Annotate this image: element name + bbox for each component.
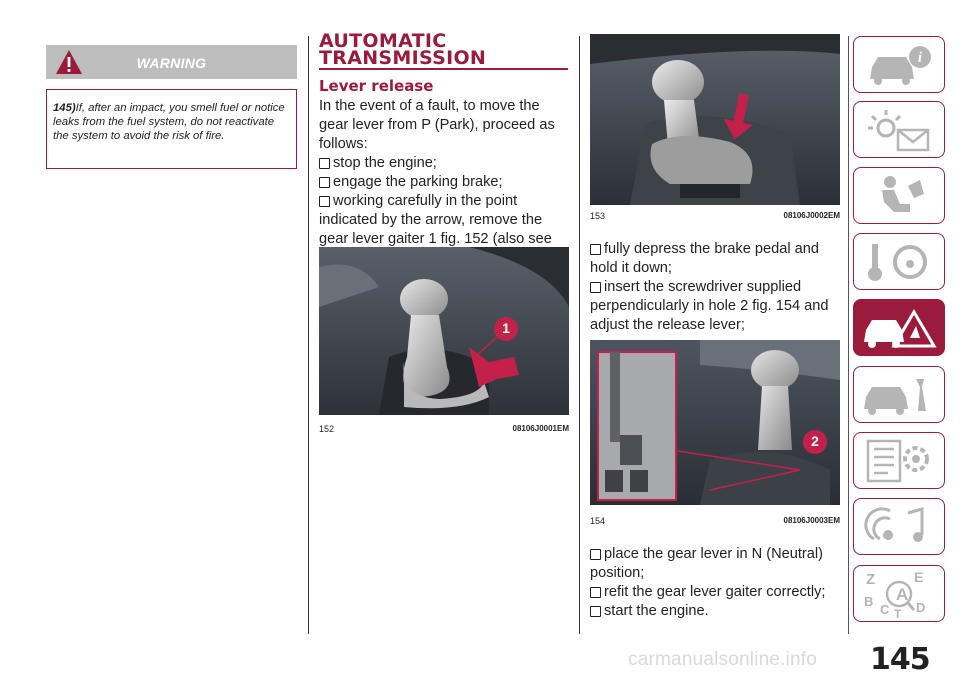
emergency-car-icon — [864, 309, 937, 348]
figure-code: 08106J0002EM — [783, 211, 841, 220]
figure-callout-1: 1 — [502, 320, 510, 336]
section-title-line1: AUTOMATIC — [319, 30, 447, 52]
tab-starting-driving[interactable] — [853, 233, 945, 290]
warning-body: If, after an impact, you smell fuel or n… — [53, 102, 285, 142]
subsection-title: Lever release — [319, 77, 434, 95]
warning-triangle-icon — [56, 50, 82, 74]
warning-lights-icon — [868, 110, 930, 152]
watermark: carmanualsonline.info — [628, 649, 818, 670]
svg-text:D: D — [916, 600, 925, 615]
car-info-icon: i — [870, 46, 931, 85]
figure-number: 153 — [590, 211, 606, 221]
car-maintenance-icon — [864, 379, 926, 415]
multimedia-icon — [864, 507, 924, 542]
tab-warning-lights[interactable] — [853, 101, 945, 158]
list-item: stop the engine; — [319, 154, 571, 173]
checkbox-bullet-icon — [319, 177, 330, 188]
checkbox-bullet-icon — [590, 244, 601, 255]
figure-number: 152 — [319, 424, 335, 434]
figure-code: 08106J0003EM — [783, 516, 841, 525]
checkbox-bullet-icon — [319, 158, 330, 169]
svg-text:T: T — [894, 607, 902, 621]
procedure-col2: In the event of a fault, to move the gea… — [319, 97, 571, 268]
section-rule — [319, 68, 568, 70]
specifications-icon — [866, 439, 929, 483]
warning-header: WARNING — [46, 45, 297, 79]
checkbox-bullet-icon — [590, 606, 601, 617]
svg-text:C: C — [880, 602, 890, 617]
section-title: AUTOMATIC TRANSMISSION — [319, 30, 487, 69]
checkbox-bullet-icon — [590, 587, 601, 598]
intro-text: In the event of a fault, to move the gea… — [319, 98, 555, 152]
tab-multimedia[interactable] — [853, 498, 945, 555]
checkbox-bullet-icon — [590, 282, 601, 293]
list-item: start the engine. — [590, 602, 842, 621]
tab-emergency[interactable] — [853, 299, 945, 356]
tab-technical-data[interactable] — [853, 432, 945, 489]
section-title-line2: TRANSMISSION — [319, 47, 487, 69]
column-divider — [308, 36, 309, 634]
tab-servicing[interactable] — [853, 366, 945, 423]
key-steering-wheel-icon — [868, 244, 927, 281]
list-item: fully depress the brake pedal and hold i… — [590, 241, 819, 276]
procedure-col3a: fully depress the brake pedal and hold i… — [590, 240, 842, 335]
warning-title: WARNING — [136, 55, 207, 71]
procedure-col3b: place the gear lever in N (Neutral) posi… — [590, 545, 842, 621]
figure-154-image: 2 — [590, 340, 840, 505]
svg-text:Z: Z — [866, 571, 875, 588]
tab-seats-airbags[interactable] — [853, 167, 945, 224]
svg-text:B: B — [864, 594, 873, 609]
list-item: insert the screwdriver supplied perpendi… — [590, 279, 829, 333]
figure-callout-2: 2 — [811, 433, 819, 449]
warning-box: 145)If, after an impact, you smell fuel … — [46, 89, 297, 169]
warning-ref: 145) — [53, 102, 76, 114]
list-item: engage the parking brake; — [319, 173, 571, 192]
svg-text:A: A — [896, 585, 908, 604]
list-item: place the gear lever in N (Neutral) posi… — [590, 546, 824, 581]
column-divider — [579, 36, 580, 634]
figure-153-image — [590, 34, 840, 205]
svg-text:E: E — [914, 569, 923, 585]
warning-text: 145)If, after an impact, you smell fuel … — [53, 101, 291, 143]
checkbox-bullet-icon — [590, 549, 601, 560]
page-number: 145 — [870, 642, 931, 677]
list-item: refit the gear lever gaiter correctly; — [590, 583, 842, 602]
figure-number: 154 — [590, 516, 606, 526]
checkbox-bullet-icon — [319, 196, 330, 207]
figure-152-image: 1 — [319, 247, 569, 415]
seat-airbag-icon — [882, 176, 924, 212]
figure-code: 08106J0001EM — [512, 424, 570, 433]
svg-text:i: i — [918, 50, 923, 66]
tab-car-info[interactable]: i — [853, 36, 945, 93]
column-divider — [848, 36, 849, 634]
